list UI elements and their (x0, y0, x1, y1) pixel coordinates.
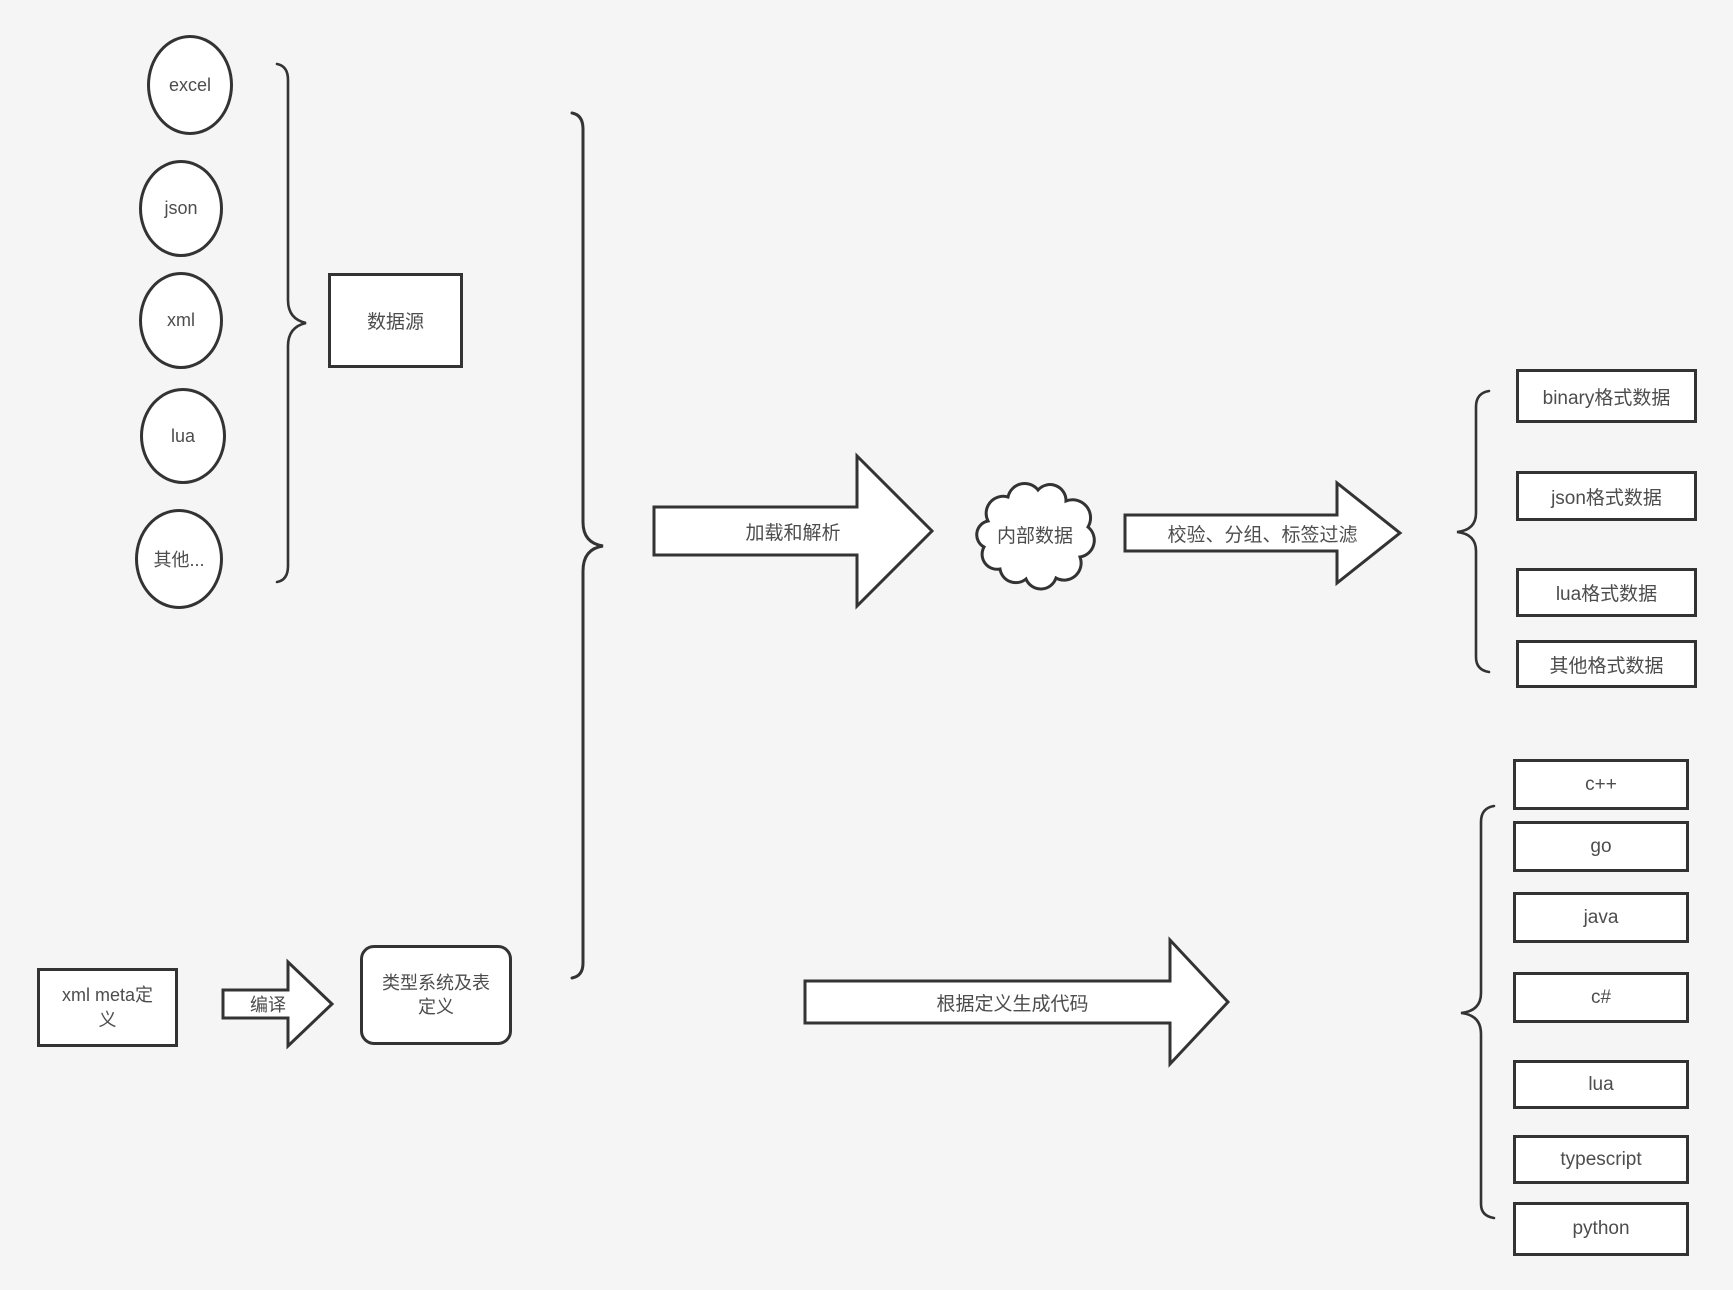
lang-box-python-label: python (1572, 1218, 1630, 1239)
data-source-box: 数据源 (328, 273, 463, 368)
source-ellipse-other: 其他... (135, 509, 223, 609)
filter-arrow (1123, 479, 1403, 587)
codegen-arrow-label: 根据定义生成代码 (936, 993, 1089, 1015)
load-parse-arrow-label: 加载和解析 (745, 522, 841, 544)
xml-meta-box-label: xml meta定义 (61, 985, 153, 1030)
source-ellipse-json-label: json (164, 198, 198, 218)
format-box-json-label: json格式数据 (1551, 487, 1662, 509)
internal-data-cloud-label: 内部数据 (996, 525, 1073, 547)
format-box-binary: binary格式数据 (1516, 369, 1697, 423)
lang-box-cpp: c++ (1513, 759, 1689, 810)
data-source-box-label: 数据源 (366, 312, 424, 333)
source-ellipse-xml: xml (139, 272, 223, 369)
lang-box-csharp-label: c# (1590, 986, 1612, 1008)
source-ellipse-lua: lua (140, 388, 226, 484)
lang-box-lua-label: lua (1588, 1073, 1614, 1095)
lang-box-java: java (1513, 892, 1689, 943)
languages-brace-icon (1460, 804, 1496, 1220)
source-ellipse-xml-label: xml (167, 310, 195, 330)
compile-arrow-label: 编译 (250, 995, 286, 1015)
format-box-json: json格式数据 (1516, 471, 1697, 521)
sources-brace-icon (275, 62, 307, 584)
format-box-other: 其他格式数据 (1516, 640, 1697, 688)
format-box-binary-label: binary格式数据 (1542, 387, 1671, 409)
xml-meta-box: xml meta定义 (37, 968, 178, 1047)
source-ellipse-other-label: 其他... (153, 550, 205, 570)
source-ellipse-json: json (139, 160, 223, 257)
source-ellipse-lua-label: lua (170, 425, 196, 446)
formats-brace-icon (1456, 389, 1491, 674)
internal-data-cloud (975, 482, 1096, 591)
type-system-box: 类型系统及表定义 (360, 945, 512, 1045)
filter-arrow-label: 校验、分组、标签过滤 (1167, 524, 1358, 546)
source-ellipse-excel-label: excel (168, 74, 212, 95)
lang-box-typescript-label: typescript (1560, 1148, 1642, 1170)
lang-box-go: go (1513, 821, 1689, 872)
lang-box-python: python (1513, 1202, 1689, 1256)
format-box-lua: lua格式数据 (1516, 568, 1697, 617)
format-box-other-label: 其他格式数据 (1549, 655, 1664, 677)
lang-box-cpp-label: c++ (1585, 773, 1617, 795)
load-parse-arrow (652, 452, 935, 610)
lang-box-java-label: java (1583, 906, 1619, 928)
format-box-lua-label: lua格式数据 (1555, 584, 1658, 605)
main-brace-icon (570, 111, 604, 980)
compile-arrow (221, 958, 335, 1050)
lang-box-lua: lua (1513, 1060, 1689, 1109)
codegen-arrow (803, 936, 1231, 1068)
lang-box-go-label: go (1590, 835, 1612, 857)
source-ellipse-excel: excel (147, 35, 233, 135)
lang-box-csharp: c# (1513, 972, 1689, 1023)
lang-box-typescript: typescript (1513, 1135, 1689, 1184)
type-system-box-label: 类型系统及表定义 (382, 972, 490, 1017)
